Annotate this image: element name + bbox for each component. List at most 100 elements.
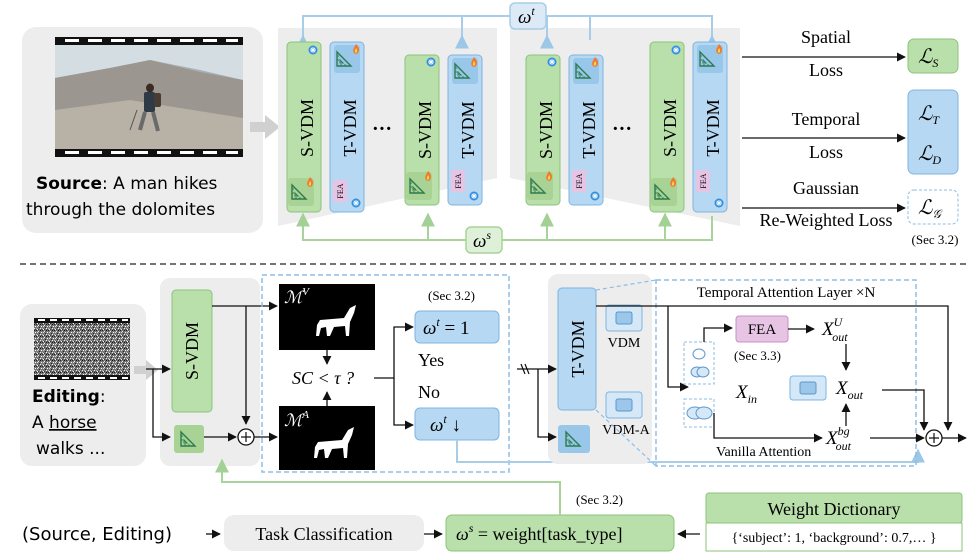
fea-block: [696, 170, 710, 192]
noise-video-frame: [34, 318, 130, 380]
frozen-icon: [351, 198, 361, 208]
fea-block: [572, 170, 586, 192]
svdm-block: [649, 41, 685, 213]
svdm-label: S-VDM: [660, 99, 680, 157]
loss-d: ℒD: [918, 143, 941, 167]
fea-label: FEA: [336, 183, 345, 198]
top-section: Source: A man hikes through the dolomite…: [22, 2, 959, 254]
attention-mask-group: [683, 341, 715, 385]
temporal-loss-label-1: Temporal: [792, 109, 861, 129]
input-arrow: [250, 115, 280, 139]
mask-check-region: [261, 274, 510, 473]
omega-s-label-box: [465, 226, 503, 254]
omega-t-one-box: [414, 310, 500, 344]
svdm-block: [404, 54, 440, 206]
fea-label: FEA: [454, 173, 463, 188]
svdm-block: [171, 289, 213, 413]
temporal-attention-region: [655, 279, 917, 467]
tvdm-label: T-VDM: [458, 101, 478, 158]
tvdm-label: T-VDM: [703, 99, 723, 156]
loss-s: ℒS: [918, 46, 938, 70]
vdm-a-label: VDM-A: [602, 423, 650, 438]
weight-dictionary-title: Weight Dictionary: [767, 499, 900, 519]
fea-block: [333, 180, 347, 202]
omega-t-label-box: [509, 2, 547, 30]
break-mark: [520, 363, 530, 375]
hiker-figure: [129, 83, 161, 132]
input-arrow: [134, 360, 158, 380]
sc-condition: SC < τ ?: [292, 368, 354, 388]
adapter-block: [558, 425, 590, 453]
frozen-icon: [308, 45, 318, 55]
yes-label: Yes: [418, 350, 444, 370]
editing-caption-line1: Editing:: [32, 387, 106, 407]
vdm-pair-3: S-VDM T-VDM FEA: [525, 54, 604, 206]
task-classification-label: Task Classification: [255, 524, 392, 544]
temporal-loss-label-2: Loss: [809, 142, 843, 162]
fea-block: [451, 170, 465, 192]
svdm-label: S-VDM: [297, 99, 317, 157]
omega-t-bracket: [302, 15, 713, 40]
sec-ref-weight: (Sec 3.2): [576, 492, 623, 507]
omega-s-bracket: [302, 216, 713, 241]
frozen-icon: [714, 198, 724, 208]
spatial-loss-label-2: Loss: [809, 60, 843, 80]
tvdm-block: [568, 54, 604, 206]
sec-ref-mask: (Sec 3.2): [428, 288, 475, 303]
task-classification-box: [224, 515, 424, 551]
fea-label: FEA: [699, 173, 708, 188]
gaussian-loss-box: [907, 189, 959, 225]
sec-ref-top: (Sec 3.2): [912, 232, 959, 247]
fea-label: FEA: [748, 322, 777, 338]
x-in: Xin: [735, 382, 757, 406]
vanilla-mask-group: [683, 398, 715, 428]
vdm-pair-2: S-VDM T-VDM FEA: [404, 54, 483, 206]
tvdm-block: [329, 41, 365, 213]
sec-ref-fea: (Sec 3.3): [734, 348, 781, 363]
loss-t: ℒT: [918, 103, 940, 127]
ellipsis: ···: [612, 118, 632, 140]
tvdm-label: T-VDM: [568, 320, 588, 377]
svdm-label: S-VDM: [536, 101, 556, 159]
vanilla-attention-label: Vanilla Attention: [716, 445, 811, 460]
tvdm-block: [692, 41, 728, 213]
svdm-label: S-VDM: [415, 101, 435, 159]
gaussian-loss-label-2: Re-Weighted Loss: [759, 210, 892, 230]
source-caption-line2: through the dolomites: [26, 200, 215, 220]
source-editing-label: (Source, Editing): [22, 524, 172, 545]
frozen-icon: [671, 45, 681, 55]
omega-t-label: ωt: [518, 4, 535, 28]
weight-dictionary-values: {‘subject’: 1, ‘background’: 0.7,… }: [731, 531, 936, 546]
horse-silhouette: [314, 427, 354, 458]
omega-t-down: ωt ↓: [430, 412, 461, 436]
svdm-block: [286, 41, 322, 213]
film-holes-top: [65, 39, 238, 42]
vdm-pair-1: S-VDM T-VDM FEA: [286, 41, 365, 213]
mask-v-image: [279, 284, 375, 350]
source-video-frame: [55, 37, 243, 157]
tvdm-block: [447, 54, 483, 206]
film-holes-bottom: [65, 151, 238, 154]
frozen-icon: [547, 57, 557, 67]
no-label: No: [418, 382, 440, 402]
temporal-loss-box: [907, 89, 959, 175]
tvdm-label: T-VDM: [340, 99, 360, 156]
gaussian-loss-label-1: Gaussian: [793, 178, 859, 198]
omega-t-one: ωt = 1: [423, 315, 469, 339]
spatial-loss-label-1: Spatial: [801, 27, 851, 47]
svdm-block: [525, 54, 561, 206]
bottom-section: Editing: A horse walks ... S-VDM ℳV SC <…: [20, 274, 967, 552]
weight-lookup-label: ωs = weight[task_type]: [456, 521, 623, 544]
tvdm-label: T-VDM: [579, 101, 599, 158]
mask-a-label: ℳA: [284, 409, 309, 430]
loss-g: ℒ𝒢: [918, 197, 943, 221]
horse-silhouette: [316, 305, 356, 336]
frozen-icon: [469, 191, 479, 201]
ellipsis: ···: [372, 118, 392, 140]
editing-caption-line2: A horse: [32, 413, 97, 433]
fea-label: FEA: [575, 173, 584, 188]
weight-dictionary-body: [705, 522, 963, 552]
mask-v-label: ℳV: [284, 286, 310, 307]
frozen-icon: [426, 57, 436, 67]
